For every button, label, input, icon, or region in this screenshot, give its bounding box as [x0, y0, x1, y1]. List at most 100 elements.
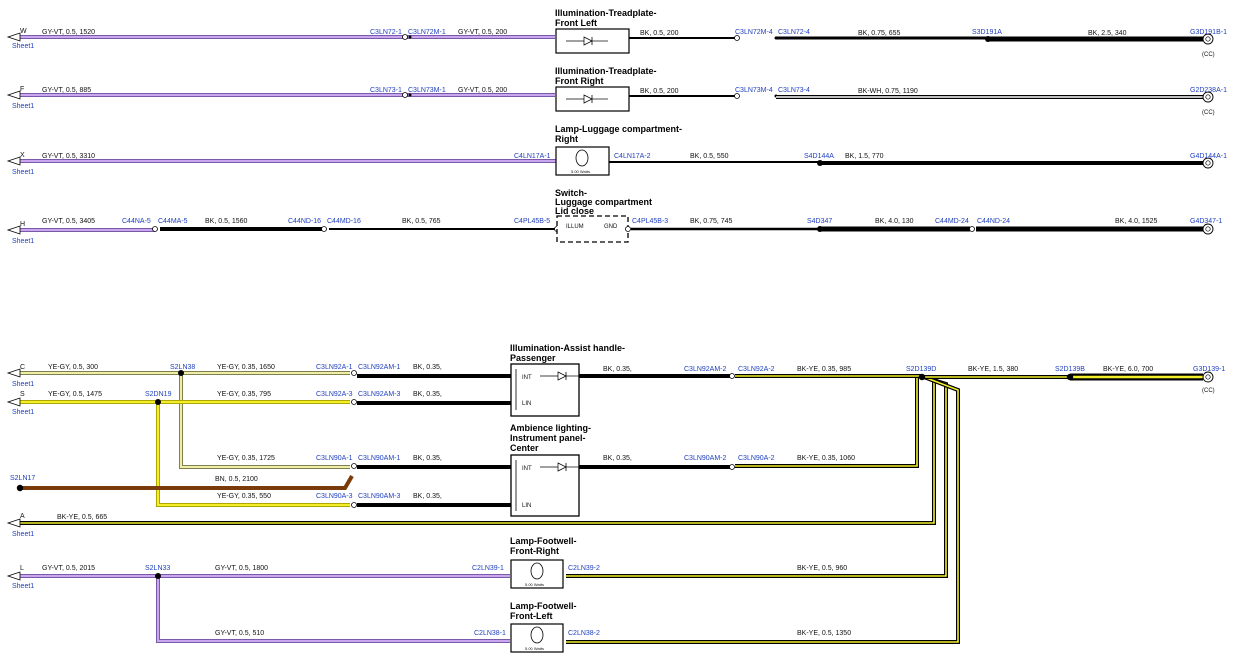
ground-icon[interactable] [1202, 33, 1214, 45]
off-sheet-arrow[interactable] [6, 32, 21, 42]
wire-yegy-ambience[interactable] [179, 373, 350, 469]
connector-label[interactable]: C4LN17A-1 [514, 153, 551, 160]
off-sheet-arrow[interactable] [6, 156, 21, 166]
connector-label[interactable]: C3LN90A-3 [316, 493, 353, 500]
connector-pin[interactable] [625, 226, 631, 232]
connector-pin[interactable] [351, 370, 357, 376]
splice-label[interactable]: S2D139B [1055, 366, 1085, 373]
connector-pin[interactable] [734, 35, 740, 41]
splice-label[interactable]: S3D191A [972, 29, 1002, 36]
connector-label[interactable]: C44MD-16 [327, 218, 361, 225]
wire-label: BK, 0.35, [413, 364, 442, 371]
wire-label: BK-YE, 0.5, 665 [57, 514, 107, 521]
wire-gyvt-footwell-left[interactable] [156, 576, 510, 643]
splice-label[interactable]: S4D144A [804, 153, 834, 160]
splice-dot[interactable] [178, 370, 184, 376]
wire-bkye-footwell-right[interactable] [566, 375, 948, 578]
connector-pin[interactable] [402, 34, 408, 40]
component-box-assist-handle[interactable] [510, 363, 580, 417]
connector-label[interactable]: C3LN72M-1 [408, 29, 446, 36]
connector-label[interactable]: C3LN92A-2 [738, 366, 775, 373]
splice-label[interactable]: S2LN38 [170, 364, 195, 371]
connector-label[interactable]: C3LN90AM-2 [684, 455, 727, 462]
connector-label[interactable]: C44MA-5 [158, 218, 188, 225]
sheet-link[interactable]: Sheet1 [12, 43, 34, 50]
connector-label[interactable]: C3LN73M-4 [735, 87, 773, 94]
connector-pin[interactable] [729, 373, 735, 379]
connector-label[interactable]: C44MD-24 [935, 218, 969, 225]
sheet-link[interactable]: Sheet1 [12, 583, 34, 590]
component-box-ambience[interactable] [510, 454, 580, 517]
splice-dot[interactable] [918, 373, 926, 381]
connector-pin[interactable] [351, 502, 357, 508]
connector-label[interactable]: C3LN72-1 [370, 29, 402, 36]
connector-label[interactable]: C3LN92AM-2 [684, 366, 727, 373]
connector-pin[interactable] [152, 226, 158, 232]
connector-label[interactable]: C44ND-24 [977, 218, 1010, 225]
wire-bkye-ambience[interactable] [735, 378, 919, 468]
splice-dot[interactable] [155, 573, 161, 579]
ground-label[interactable]: G4D144A-1 [1190, 153, 1227, 160]
connector-label[interactable]: C3LN72-4 [778, 29, 810, 36]
connector-label[interactable]: C3LN90AM-1 [358, 455, 401, 462]
connector-label[interactable]: C2LN39-2 [568, 565, 600, 572]
ground-label[interactable]: G2D238A-1 [1190, 87, 1227, 94]
ground-label[interactable]: G4D347-1 [1190, 218, 1222, 225]
ground-icon[interactable] [1202, 223, 1214, 235]
connector-pin[interactable] [351, 399, 357, 405]
connector-label[interactable]: C3LN73M-1 [408, 87, 446, 94]
connector-label[interactable]: C3LN72M-4 [735, 29, 773, 36]
connector-pin[interactable] [729, 464, 735, 470]
splice-dot[interactable] [1066, 373, 1074, 381]
connector-label[interactable]: C2LN39-1 [472, 565, 504, 572]
connector-pin[interactable] [969, 226, 975, 232]
connector-label[interactable]: C44NA-5 [122, 218, 151, 225]
ground-icon[interactable] [1202, 371, 1214, 383]
off-sheet-arrow[interactable] [6, 90, 21, 100]
splice-dot[interactable] [16, 484, 24, 492]
splice-dot[interactable] [155, 399, 161, 405]
off-sheet-arrow[interactable] [6, 518, 21, 528]
wire-bn[interactable] [20, 474, 354, 490]
connector-label[interactable]: C2LN38-2 [568, 630, 600, 637]
connector-label[interactable]: C3LN90A-2 [738, 455, 775, 462]
splice-label[interactable]: S2LN33 [145, 565, 170, 572]
connector-label[interactable]: C3LN92AM-1 [358, 364, 401, 371]
splice-label[interactable]: S4D347 [807, 218, 832, 225]
off-sheet-arrow[interactable] [6, 571, 21, 581]
connector-pin[interactable] [321, 226, 327, 232]
connector-label[interactable]: C4PL45B-5 [514, 218, 550, 225]
ground-label[interactable]: G3D191B-1 [1190, 29, 1227, 36]
connector-label[interactable]: C3LN90AM-3 [358, 493, 401, 500]
connector-label[interactable]: C3LN73-1 [370, 87, 402, 94]
connector-pin[interactable] [351, 463, 357, 469]
ground-label[interactable]: G3D139-1 [1193, 366, 1225, 373]
connector-label[interactable]: C3LN92AM-3 [358, 391, 401, 398]
connector-pin[interactable] [402, 92, 408, 98]
connector-label[interactable]: C4LN17A-2 [614, 153, 651, 160]
connector-label[interactable]: C44ND-16 [288, 218, 321, 225]
ground-icon[interactable] [1202, 91, 1214, 103]
off-sheet-arrow[interactable] [6, 225, 21, 235]
sheet-link[interactable]: Sheet1 [12, 238, 34, 245]
ground-icon[interactable] [1202, 157, 1214, 169]
splice-label[interactable]: S2DN19 [145, 391, 172, 398]
ground-icon-inner [1205, 36, 1211, 42]
connector-label[interactable]: C3LN73-4 [778, 87, 810, 94]
sheet-link[interactable]: Sheet1 [12, 531, 34, 538]
sheet-link[interactable]: Sheet1 [12, 409, 34, 416]
sheet-link[interactable]: Sheet1 [12, 169, 34, 176]
connector-label[interactable]: C3LN92A-3 [316, 391, 353, 398]
connector-label[interactable]: C4PL45B-3 [632, 218, 668, 225]
sheet-link[interactable]: Sheet1 [12, 381, 34, 388]
connector-label[interactable]: C3LN92A-1 [316, 364, 353, 371]
off-sheet-arrow[interactable] [6, 397, 21, 407]
splice-label[interactable]: S2LN17 [10, 475, 35, 482]
connector-label[interactable]: C2LN38-1 [474, 630, 506, 637]
connector-pin[interactable] [734, 93, 740, 99]
wire-bkye-footwell-left[interactable] [566, 375, 960, 644]
splice-label[interactable]: S2D139D [906, 366, 936, 373]
sheet-link[interactable]: Sheet1 [12, 103, 34, 110]
off-sheet-arrow[interactable] [6, 368, 21, 378]
connector-label[interactable]: C3LN90A-1 [316, 455, 353, 462]
